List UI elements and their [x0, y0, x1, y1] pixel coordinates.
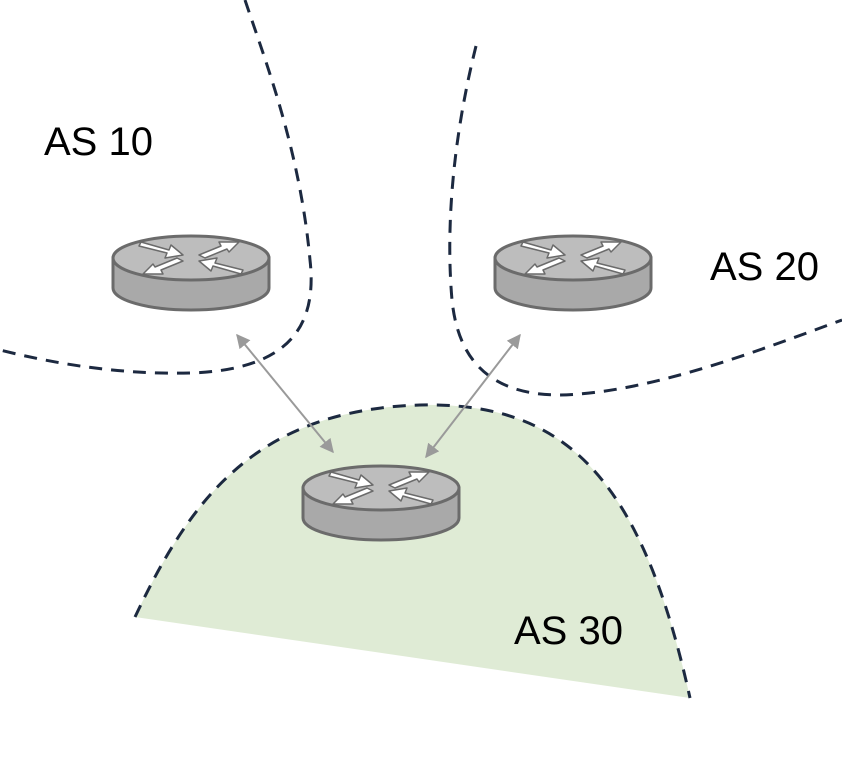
as30-label: AS 30 [514, 609, 623, 653]
link-as30-as20 [425, 333, 521, 459]
as30-region [135, 404, 690, 698]
router-as30-icon [301, 464, 461, 542]
as20-boundary [448, 45, 842, 397]
router-as20-icon [493, 234, 653, 312]
as10-label: AS 10 [44, 120, 153, 164]
as20-label: AS 20 [710, 245, 819, 289]
router-as10-icon [111, 234, 271, 312]
as10-boundary [0, 0, 313, 375]
as30-boundary [133, 403, 692, 699]
link-as30-as10 [236, 333, 334, 454]
